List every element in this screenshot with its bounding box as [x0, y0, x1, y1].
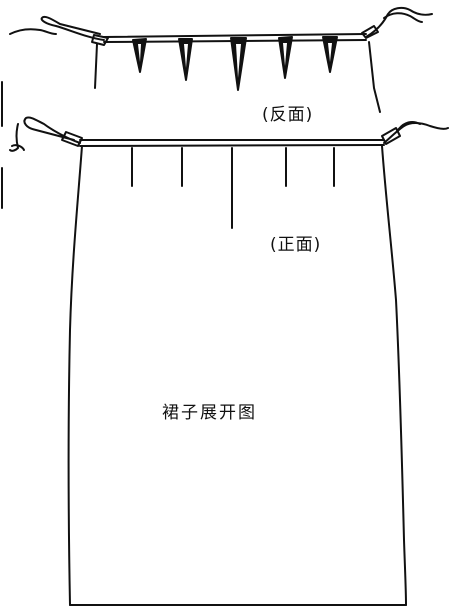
- back-left-side: [94, 43, 98, 89]
- back-dart-highlight-1: [138, 44, 141, 62]
- front-view-label: (正面): [270, 235, 322, 255]
- back-right-tie-knot: [361, 25, 379, 39]
- back-view-skirt-top: [9, 6, 433, 113]
- back-dart-highlight-2: [184, 44, 188, 68]
- back-dart-highlight-5: [328, 43, 332, 62]
- front-right-tie-loop: [397, 121, 421, 131]
- left-edge-mark-3: [11, 144, 25, 151]
- front-waistband-lower: [79, 144, 385, 147]
- back-view-label: (反面): [262, 105, 314, 125]
- back-left-tie-end: [9, 28, 57, 35]
- front-right-tie-knot: [381, 127, 401, 145]
- back-right-tie: [365, 6, 433, 38]
- diagram-title: 裙子展开图: [162, 403, 257, 423]
- front-left-tie: [23, 116, 81, 144]
- back-dart-highlight-4: [283, 43, 287, 66]
- front-left-tie-fold: [61, 131, 83, 147]
- back-left-tie-fold: [91, 34, 109, 46]
- back-left-tie: [40, 15, 105, 41]
- back-dart-highlight-3: [236, 44, 241, 78]
- front-left-side: [67, 145, 83, 606]
- back-waistband: [103, 33, 367, 38]
- front-view-skirt: [9, 116, 449, 606]
- back-right-side: [368, 41, 381, 113]
- back-right-tie-loop: [383, 12, 423, 23]
- front-right-side: [381, 145, 407, 606]
- front-left-tie-end: [9, 123, 19, 152]
